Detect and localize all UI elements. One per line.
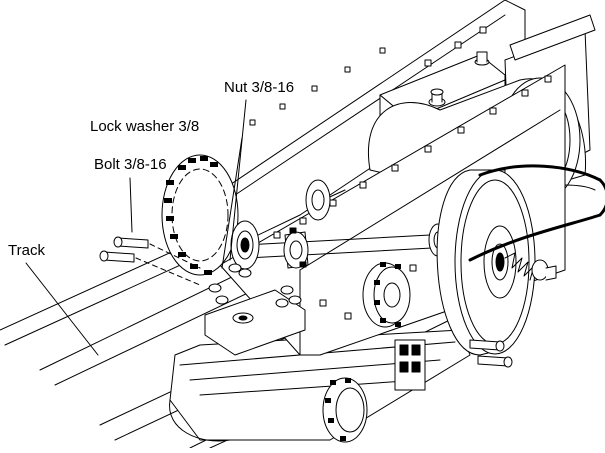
large-pulley [436, 169, 536, 356]
bearing-flange-left [230, 220, 260, 270]
chain-sprocket [161, 154, 239, 276]
bolt-label: Bolt 3/8-16 [94, 156, 167, 173]
tension-spring [504, 252, 557, 281]
front-sprocket [362, 262, 411, 328]
shaft-coupling [283, 227, 309, 269]
nut-label: Nut 3/8-16 [224, 79, 295, 96]
drive-belt [468, 164, 605, 262]
bearing-upper [305, 179, 331, 221]
track-label: Track [8, 242, 45, 259]
leader-lines [25, 99, 247, 356]
loose-bolts [99, 236, 513, 368]
track-leader [25, 262, 99, 356]
lower-track-assembly [169, 329, 471, 442]
bolt-leader [129, 177, 133, 233]
lock-washer-leader [221, 137, 243, 269]
drive-shaft [244, 234, 433, 259]
nut-leader [229, 99, 247, 261]
lock-washer-label: Lock washer 3/8 [90, 118, 200, 135]
lower-sprocket [322, 377, 368, 443]
washers-and-nuts [208, 263, 302, 308]
